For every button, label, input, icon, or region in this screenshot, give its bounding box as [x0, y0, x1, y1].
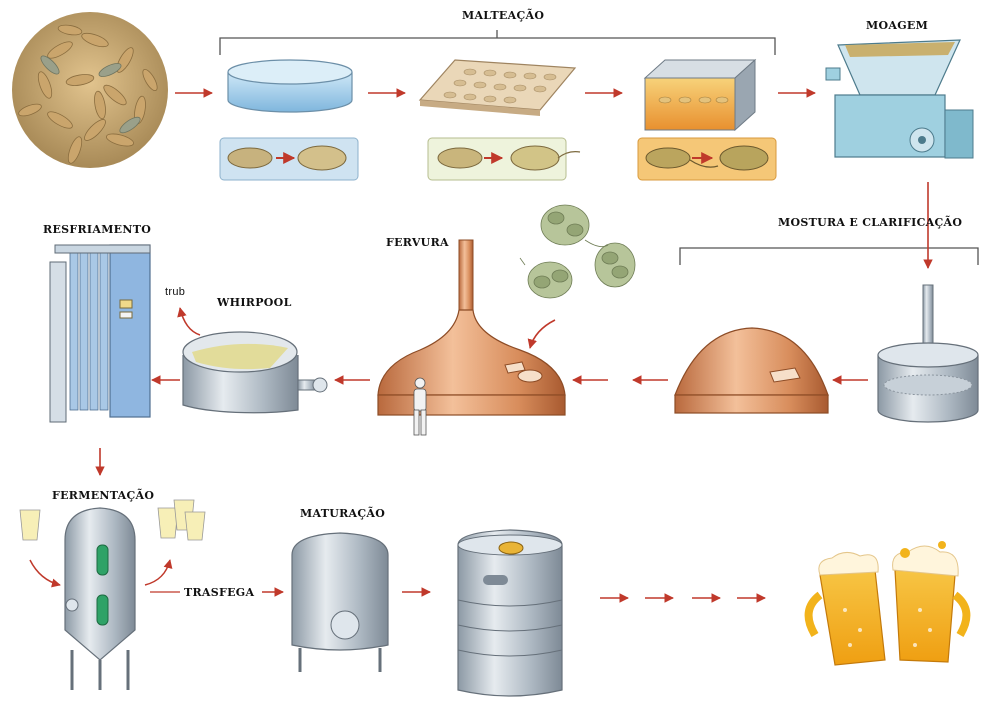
grain-pile-icon — [12, 12, 168, 168]
beer-glass-icon — [19, 509, 41, 541]
arrow — [177, 307, 201, 336]
kiln-icon — [637, 58, 777, 181]
label-maturacao: MATURAÇÃO — [300, 507, 386, 520]
label-malteacao: MALTEAÇÃO — [462, 9, 545, 22]
germination-tray-icon — [418, 59, 581, 181]
lauter-tun-icon — [877, 284, 979, 423]
flow-arrows — [95, 88, 933, 603]
beer-mugs-icon — [804, 541, 971, 666]
person-icon — [413, 377, 427, 436]
label-trub: trub — [165, 286, 186, 298]
label-resfriamento: RESFRIAMENTO — [43, 223, 152, 236]
brew-kettle-icon — [377, 239, 566, 436]
hops-icon — [519, 204, 636, 299]
label-fermentacao: FERMENTAÇÃO — [52, 489, 155, 502]
mash-tun-icon — [674, 327, 829, 414]
label-whirpool: WHIRPOOL — [217, 296, 292, 309]
malteacao-bracket — [219, 37, 776, 55]
heat-exchanger-icon — [49, 244, 151, 423]
arrow — [527, 319, 556, 349]
mill-icon — [825, 39, 974, 159]
maturation-tank-icon — [291, 532, 389, 672]
beer-glasses-icon — [157, 499, 206, 541]
label-mostura: MOSTURA E CLARIFICAÇÃO — [778, 216, 963, 229]
label-fervura: FERVURA — [386, 236, 449, 249]
label-moagem: MOAGEM — [866, 19, 929, 32]
keg-icon — [457, 529, 563, 697]
label-trasfega: TRASFEGA — [184, 586, 255, 599]
whirlpool-icon — [182, 331, 328, 414]
steeping-tank-icon — [219, 59, 359, 181]
fermentation-tank-icon — [19, 499, 206, 690]
mostura-bracket — [679, 247, 979, 265]
